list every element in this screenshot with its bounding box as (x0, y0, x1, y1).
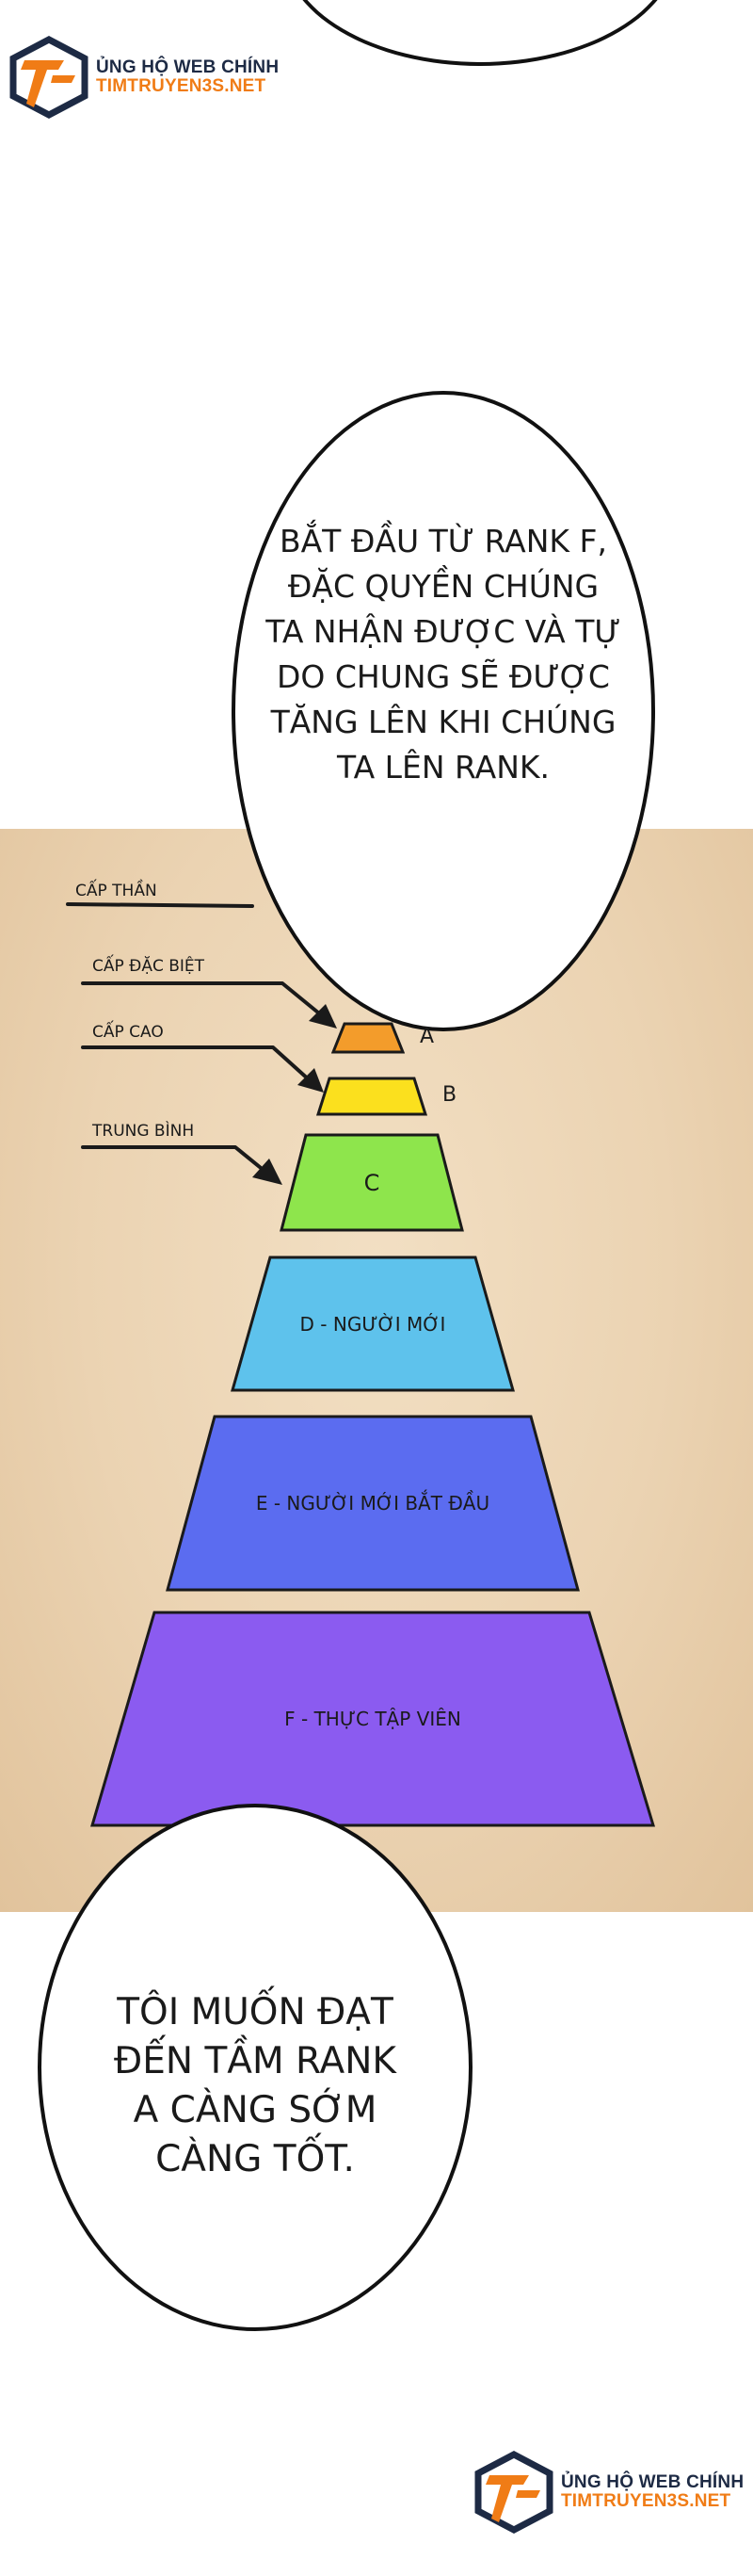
tier-f: F - THỰC TẬP VIÊN (90, 1611, 655, 1827)
side-letter-b: B (442, 1083, 457, 1107)
tier-e: E - NGƯỜI MỚI BẮT ĐẦU (166, 1415, 580, 1592)
arrow-medium (81, 1145, 267, 1174)
tier-d-shape (231, 1256, 515, 1392)
watermark-logo-bottom[interactable]: ỦNG HỘ WEB CHÍNH TIMTRUYEN3S.NET (471, 2449, 744, 2535)
arrow-special (81, 981, 326, 1019)
tier-f-shape (90, 1611, 655, 1827)
tier-a-shape (331, 1022, 405, 1054)
tier-c-shape (280, 1133, 464, 1232)
tier-b-shape (316, 1077, 427, 1116)
level-label-special: CẤP ĐẶC BIỆT (92, 957, 205, 976)
speech-bubble-rank-goal: TÔI MUỐN ĐẠT ĐẾN TẦM RANK A CÀNG SỚM CÀN… (38, 1804, 473, 2331)
speech-text-rank-explanation: BẮT ĐẦU TỪ RANK F, ĐẶC QUYỀN CHÚNG TA NH… (265, 523, 621, 786)
tier-a (331, 1022, 405, 1054)
tier-c-label: C (363, 1169, 380, 1196)
arrow-high (81, 1045, 312, 1083)
tier-b (316, 1077, 427, 1116)
watermark-bottom-line-2: TIMTRUYEN3S.NET (561, 2491, 731, 2511)
tier-d: D - NGƯỜI MỚI (231, 1256, 515, 1392)
logo-icon (9, 36, 88, 119)
watermark-bottom-line-1: ỦNG HỘ WEB CHÍNH (561, 2472, 745, 2493)
tier-e-label: E - NGƯỜI MỚI BẮT ĐẦU (255, 1492, 490, 1515)
tier-c: C (280, 1133, 464, 1232)
watermark-line-2: TIMTRUYEN3S.NET (96, 76, 266, 96)
level-label-god: CẤP THẦN (75, 882, 157, 900)
arrowhead-special (309, 1004, 337, 1029)
arrowhead-medium (252, 1158, 282, 1185)
tier-e-shape (166, 1415, 580, 1592)
side-letter-a: A (420, 1025, 435, 1048)
tier-f-label: F - THỰC TẬP VIÊN (284, 1708, 461, 1730)
watermark-line-1: ỦNG HỘ WEB CHÍNH (96, 57, 280, 78)
arrowhead-high (297, 1068, 324, 1093)
arrow-god (66, 902, 254, 908)
level-label-medium: TRUNG BÌNH (92, 1122, 195, 1141)
speech-text-rank-goal: TÔI MUỐN ĐẠT ĐẾN TẦM RANK A CÀNG SỚM CÀN… (114, 1991, 396, 2180)
speech-bubble-rank-explanation: BẮT ĐẦU TỪ RANK F, ĐẶC QUYỀN CHÚNG TA NH… (232, 391, 655, 1031)
tier-d-label: D - NGƯỜI MỚI (299, 1312, 446, 1336)
level-label-high: CẤP CAO (92, 1023, 164, 1042)
logo-icon-bottom (474, 2451, 553, 2534)
watermark-logo-top[interactable]: ỦNG HỘ WEB CHÍNH TIMTRUYEN3S.NET (6, 34, 279, 121)
